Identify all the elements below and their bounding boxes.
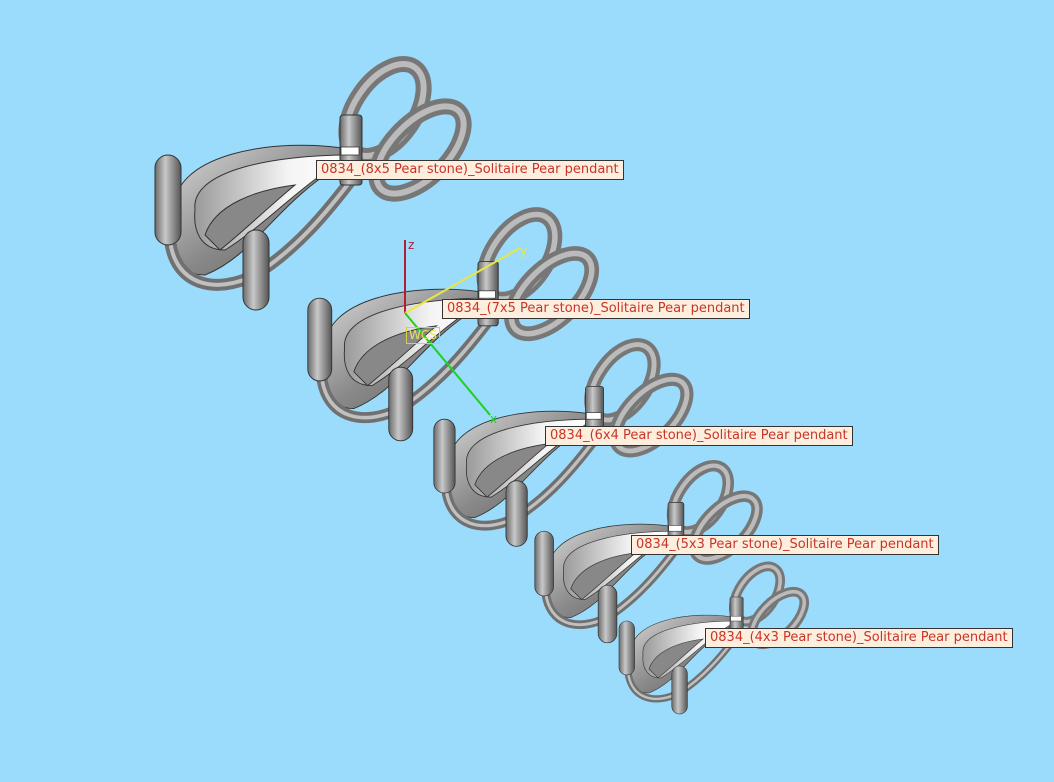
y-axis (404, 247, 521, 314)
part-label-5x3[interactable]: 0834_(5x3 Pear stone)_Solitaire Pear pen… (631, 535, 939, 555)
x-axis (404, 312, 491, 416)
part-label-4x3[interactable]: 0834_(4x3 Pear stone)_Solitaire Pear pen… (705, 628, 1013, 648)
pendant-8x5[interactable] (155, 50, 479, 310)
pendant-7x5[interactable] (308, 202, 606, 441)
part-label-8x5[interactable]: 0834_(8x5 Pear stone)_Solitaire Pear pen… (316, 160, 624, 180)
z-axis-label: z (408, 238, 415, 252)
part-label-7x5[interactable]: 0834_(7x5 Pear stone)_Solitaire Pear pen… (442, 299, 750, 319)
x-axis-label: x (490, 412, 498, 426)
wcs-label: WCS (406, 327, 440, 344)
part-label-6x4[interactable]: 0834_(6x4 Pear stone)_Solitaire Pear pen… (545, 426, 853, 446)
y-axis-label: y (520, 244, 528, 258)
